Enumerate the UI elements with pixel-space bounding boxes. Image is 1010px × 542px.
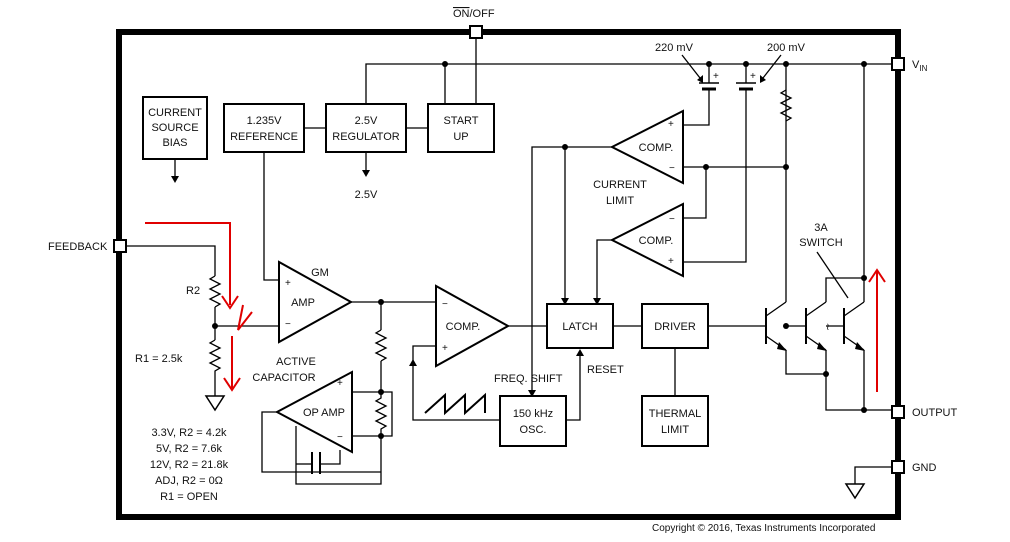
- comp-bottom-label: COMP.: [639, 235, 674, 247]
- vin-pin: [891, 57, 905, 71]
- switch-line1: 3A: [814, 222, 828, 234]
- comp-main: [435, 284, 511, 368]
- oscillator-line2: OSC.: [520, 424, 547, 436]
- switch-line2: SWITCH: [799, 237, 842, 249]
- comp-bottom: [609, 202, 684, 278]
- on-off-pin: [469, 25, 483, 39]
- reset-label: RESET: [587, 364, 624, 376]
- regulator-block: [325, 103, 407, 153]
- feedback-pin-label: FEEDBACK: [48, 241, 108, 253]
- svg-text:−: −: [442, 299, 448, 310]
- comp-top-label: COMP.: [639, 142, 674, 154]
- v200-label: 200 mV: [767, 42, 806, 54]
- current-path-arrow: [237, 304, 253, 331]
- current-path-arrow: [145, 222, 231, 305]
- gnd-pin: [891, 460, 905, 474]
- regulator-output-label: 2.5V: [355, 189, 378, 201]
- svg-text:+: +: [713, 71, 719, 82]
- reference-block: [223, 103, 305, 153]
- on-off-pin-label: ON/OFF: [453, 8, 495, 20]
- thermal-limit-block: [641, 395, 709, 447]
- comp-top: [609, 109, 684, 185]
- svg-text:+: +: [750, 71, 756, 82]
- driver-label: DRIVER: [654, 321, 696, 333]
- op-amp: [274, 370, 353, 454]
- svg-text:−: −: [285, 319, 291, 330]
- gm-amp-label: AMP: [291, 297, 315, 309]
- latch-label: LATCH: [562, 321, 597, 333]
- gm-amp-title: GM: [311, 267, 329, 279]
- option-line: R1 = OPEN: [160, 491, 218, 503]
- r2-label: R2: [186, 285, 200, 297]
- vin-pin-label: VIN: [912, 59, 928, 73]
- svg-text:−: −: [669, 214, 675, 225]
- svg-text:+: +: [668, 256, 674, 267]
- option-line: 3.3V, R2 = 4.2k: [151, 427, 227, 439]
- reference-line1: 1.235V: [247, 115, 283, 127]
- svg-text:≀: ≀: [826, 322, 830, 333]
- startup-line1: START: [443, 115, 478, 127]
- svg-text:−: −: [337, 432, 343, 443]
- svg-text:+: +: [337, 378, 343, 389]
- gnd-pin-label: GND: [912, 462, 937, 474]
- feedback-pin: [113, 239, 127, 253]
- startup-block: [427, 103, 495, 153]
- svg-text:−: −: [669, 163, 675, 174]
- regulator-line2: REGULATOR: [332, 131, 399, 143]
- op-amp-label: OP AMP: [303, 407, 345, 419]
- svg-text:+: +: [285, 278, 291, 289]
- current-source-bias-line3: BIAS: [162, 137, 187, 149]
- active-capacitor-line1: ACTIVE: [276, 356, 316, 368]
- current-source-bias-line1: CURRENT: [148, 107, 202, 119]
- gm-amp: [278, 260, 354, 344]
- startup-line2: UP: [453, 131, 468, 143]
- thermal-limit-line2: LIMIT: [661, 424, 689, 436]
- oscillator-block: [499, 395, 567, 447]
- thermal-limit-line1: THERMAL: [649, 408, 702, 420]
- sawtooth-waveform: [424, 392, 486, 416]
- regulator-line1: 2.5V: [355, 115, 378, 127]
- current-source-bias-line2: SOURCE: [151, 122, 198, 134]
- copyright: Copyright © 2016, Texas Instruments Inco…: [652, 523, 875, 534]
- reference-line2: REFERENCE: [230, 131, 298, 143]
- active-capacitor-line2: CAPACITOR: [252, 372, 315, 384]
- option-line: 12V, R2 = 21.8k: [150, 459, 229, 471]
- svg-text:+: +: [442, 343, 448, 354]
- svg-text:+: +: [668, 119, 674, 130]
- chip-outline: [116, 29, 901, 520]
- option-line: ADJ, R2 = 0Ω: [155, 475, 223, 487]
- freq-shift-label: FREQ. SHIFT: [494, 373, 563, 385]
- output-pin: [891, 405, 905, 419]
- output-pin-label: OUTPUT: [912, 407, 958, 419]
- oscillator-line1: 150 kHz: [513, 408, 553, 420]
- comp-main-label: COMP.: [446, 321, 481, 333]
- current-limit-line1: CURRENT: [593, 179, 647, 191]
- option-line: 5V, R2 = 7.6k: [156, 443, 222, 455]
- r1-label: R1 = 2.5k: [135, 353, 183, 365]
- current-limit-line2: LIMIT: [606, 195, 634, 207]
- v220-label: 220 mV: [655, 42, 694, 54]
